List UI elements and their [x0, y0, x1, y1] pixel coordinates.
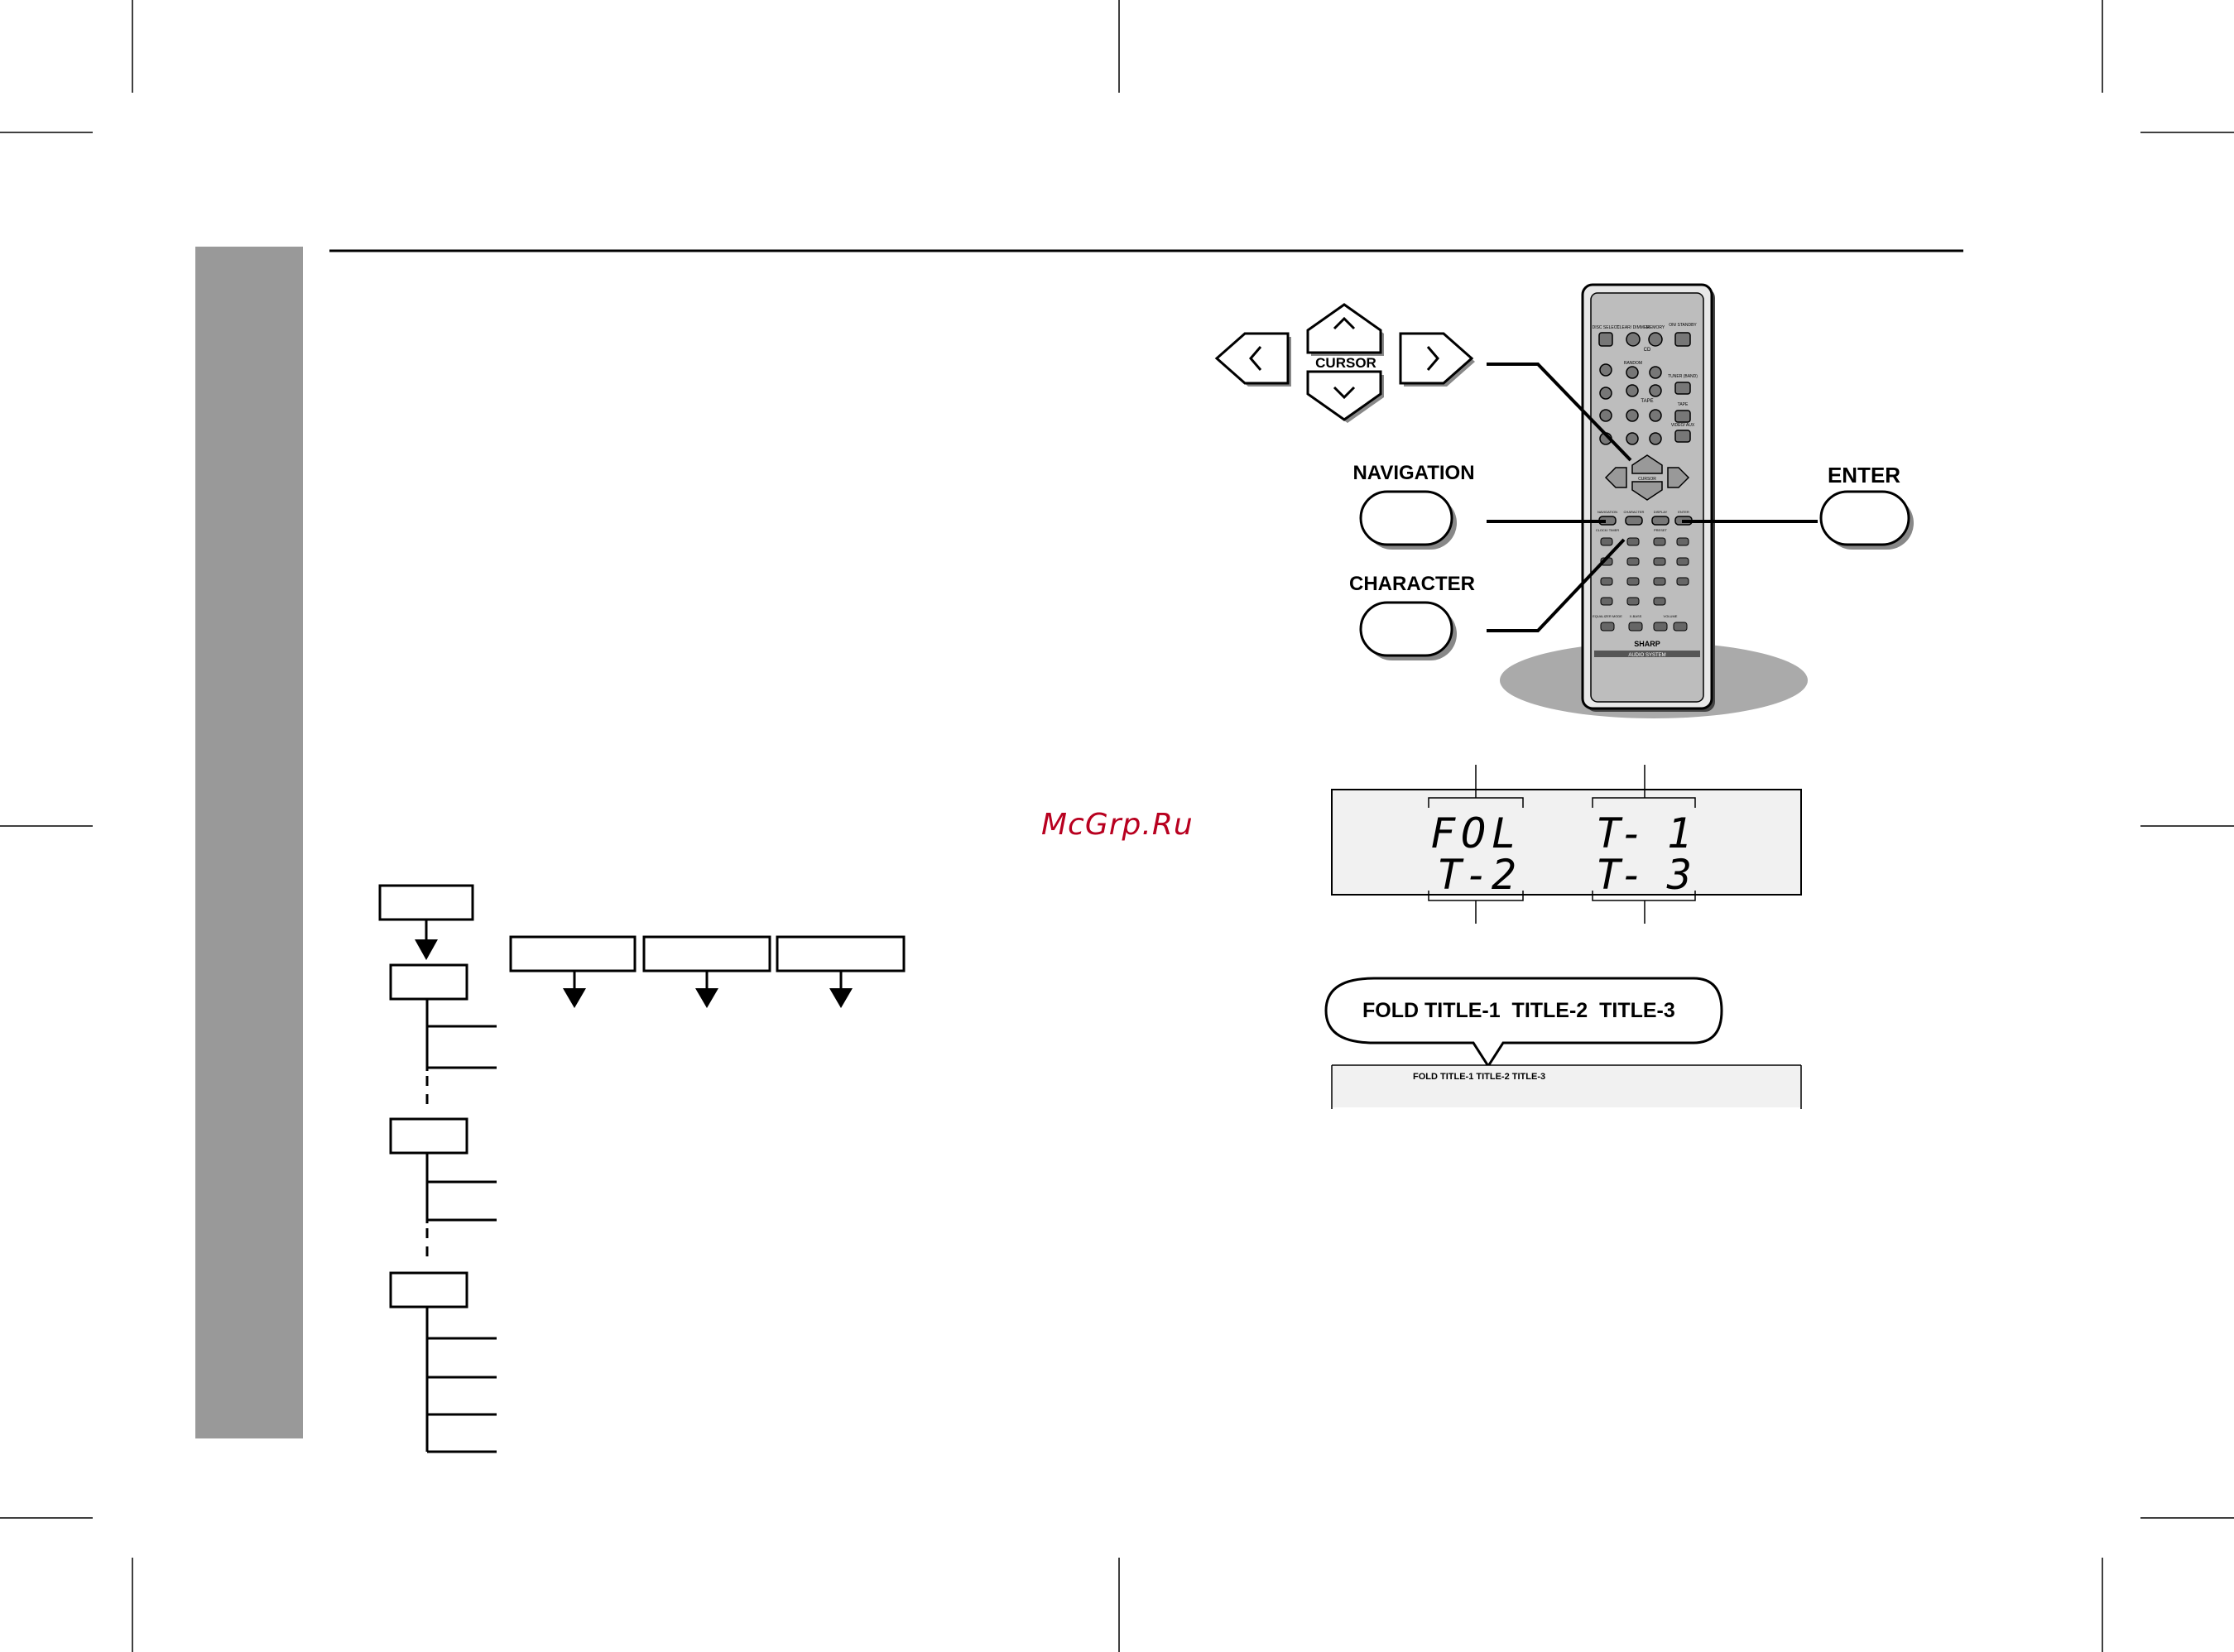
watermark: McGrp.Ru	[1041, 808, 1194, 842]
chevron-left-icon	[1249, 346, 1262, 371]
remote-label-random: RANDOM	[1624, 361, 1642, 366]
cursor-up-button	[1306, 303, 1384, 356]
chevron-down-icon	[1333, 386, 1356, 400]
navigation-button-illustration	[1359, 490, 1453, 546]
remote-function-buttons	[1598, 516, 1693, 526]
remote-label-memory: MEMORY	[1646, 325, 1665, 330]
navigation-callout: NAVIGATION	[1352, 462, 1475, 550]
cursor-down-button	[1306, 370, 1384, 423]
navigation-tree-diagram	[378, 884, 906, 1453]
remote-label-tape-group: TAPE	[1641, 399, 1653, 404]
navigation-label: NAVIGATION	[1352, 462, 1474, 484]
remote-transport-buttons	[1599, 363, 1691, 445]
cursor-pad-callout: CURSOR	[1214, 303, 1475, 423]
cursor-right-button	[1399, 332, 1475, 387]
remote-label-character: CHARACTER	[1624, 510, 1645, 514]
remote-label-clock-timer: CLOCK/ TIMER	[1596, 528, 1619, 532]
tree-root-box	[378, 884, 474, 921]
chevron-right-icon	[1426, 346, 1439, 371]
scroll-strip	[1332, 1065, 1801, 1107]
cursor-label: CURSOR	[1315, 355, 1376, 371]
remote-label-navigation: NAVIGATION	[1597, 510, 1617, 514]
remote-label-enter: ENTER	[1678, 510, 1689, 514]
remote-label-disc-select: DISC SELECT	[1593, 325, 1620, 330]
cursor-left-button	[1214, 332, 1291, 387]
leader-lines	[1487, 363, 1818, 632]
remote-label-volume: VOLUME	[1664, 614, 1678, 618]
lcd-top-right: T- 1	[1596, 809, 1692, 857]
character-callout: CHARACTER	[1349, 573, 1475, 660]
remote-label-on-standby: ON/ STANDBY	[1669, 323, 1697, 328]
remote-label-clear-dimmer: CLEAR/ DIMMER	[1617, 325, 1650, 330]
tree-mode-box-3	[776, 935, 906, 972]
lcd-bottom-left: T-2	[1437, 851, 1516, 899]
remote-label-tape: TAPE	[1678, 402, 1689, 407]
enter-label: ENTER	[1828, 463, 1900, 487]
chevron-up-icon	[1333, 316, 1356, 330]
lcd-top-left: FOL	[1430, 809, 1516, 857]
tree-mode-box-2	[642, 935, 771, 972]
remote-label-preset: PRESET	[1654, 528, 1668, 532]
lcd-bottom-right: T- 3	[1596, 851, 1692, 899]
scroll-strip-text: FOLD TITLE-1 TITLE-2 TITLE-3	[1413, 1072, 1545, 1082]
remote-label-cd: CD	[1644, 348, 1651, 353]
remote-label-equalizer-mode: EQUALIZER MODE	[1593, 614, 1622, 618]
lcd-display-panel: FOL T-2 T- 1 T- 3	[1331, 765, 1802, 924]
remote-label-video-aux: VIDEO/ AUX	[1671, 423, 1695, 428]
remote-bottom-buttons	[1600, 622, 1688, 632]
tree-folder-box-3	[389, 1271, 468, 1309]
remote-label-display: DISPLAY	[1654, 510, 1668, 514]
tree-folder-box-2	[389, 1117, 468, 1155]
enter-callout: ENTER	[1819, 463, 1914, 550]
remote-label-cursor: CURSOR	[1638, 477, 1656, 482]
remote-label-tuner-band: TUNER (BAND)	[1668, 374, 1698, 379]
remote-control: DISC SELECT CLEAR/ DIMMER MEMORY ON/ STA…	[1581, 283, 1715, 712]
scroll-text-callout: FOLD TITLE-1 TITLE-2 TITLE-3 FOLD TITLE-…	[1324, 977, 1802, 1109]
remote-label-x-bass: X-BASS	[1630, 614, 1642, 618]
remote-cursor-pad	[1604, 454, 1690, 501]
remote-top-buttons	[1598, 332, 1691, 347]
tree-mode-box-1	[509, 935, 637, 972]
enter-button-illustration	[1819, 490, 1910, 546]
character-label: CHARACTER	[1349, 573, 1475, 595]
side-tab	[195, 247, 303, 1438]
remote-number-keys	[1600, 537, 1689, 606]
remote-brand: SHARP	[1634, 640, 1660, 648]
character-button-illustration	[1359, 601, 1453, 657]
scroll-bubble-text: FOLD TITLE-1 TITLE-2 TITLE-3	[1362, 999, 1675, 1022]
remote-model-band: AUDIO SYSTEM	[1628, 653, 1665, 658]
tree-folder-box-1	[389, 963, 468, 1001]
